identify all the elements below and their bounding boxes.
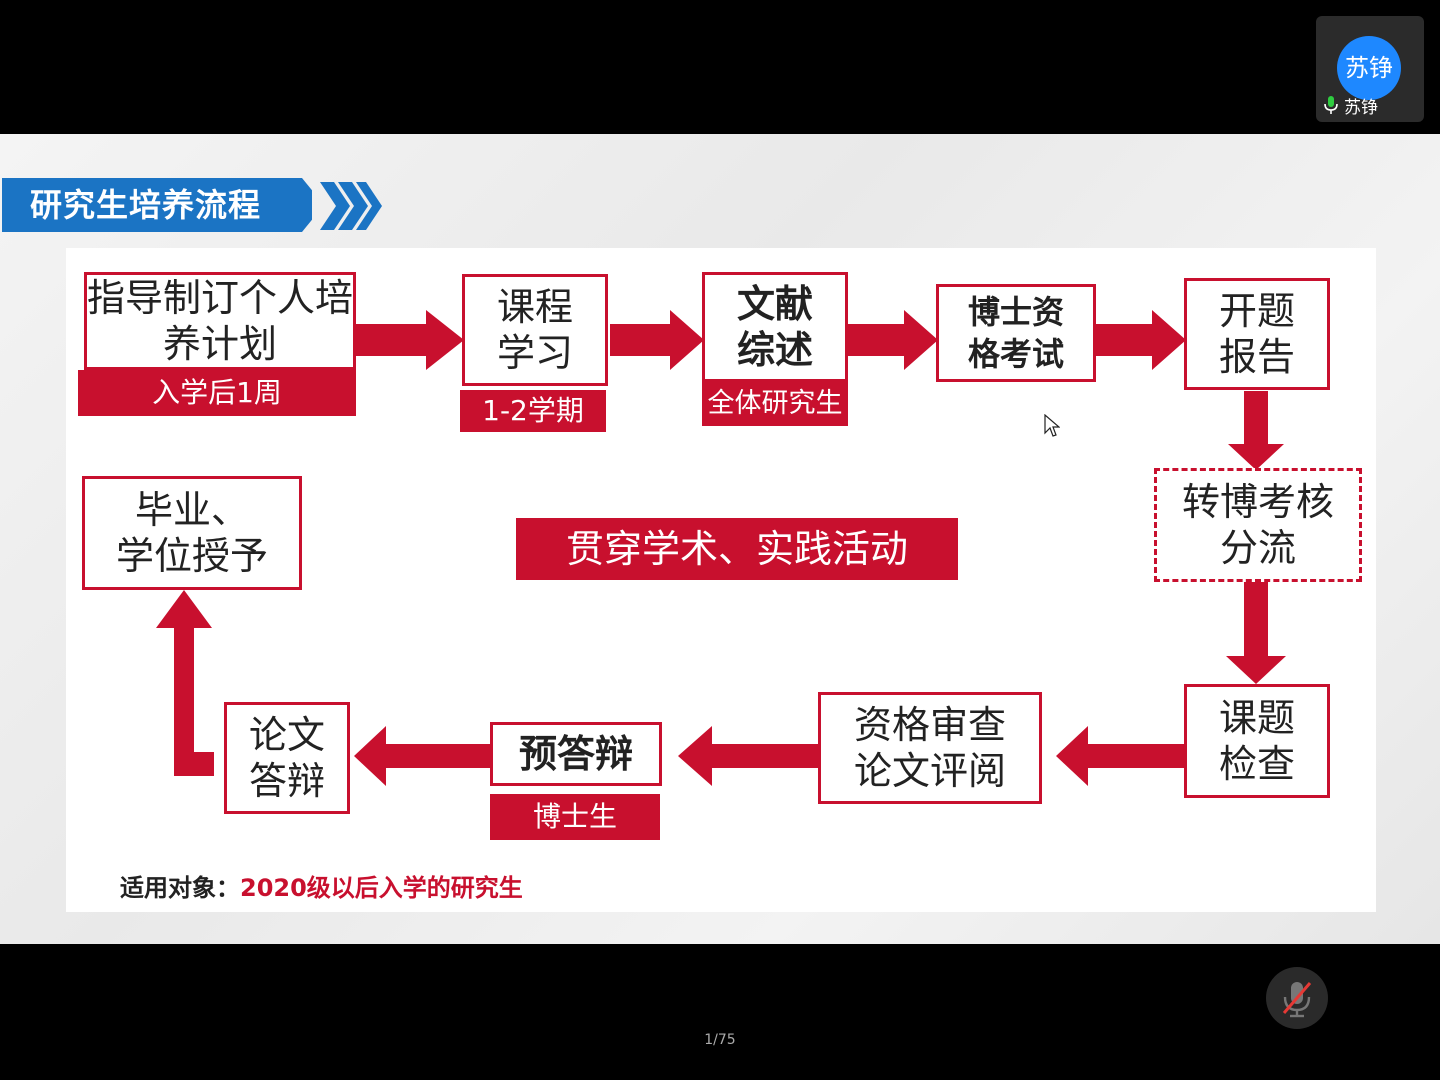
step-project-check: 课题 检查 — [1184, 684, 1330, 798]
step-tag-phd-students: 博士生 — [490, 794, 660, 840]
step-line: 预答辩 — [518, 732, 633, 776]
participant-name-row: 苏铮 — [1324, 94, 1378, 118]
footnote-value: 2020级以后入学的研究生 — [240, 874, 523, 902]
step-line: 综述 — [736, 328, 813, 372]
slide-title: 研究生培养流程 — [30, 186, 262, 224]
step-line: 学位授予 — [115, 534, 268, 578]
step-line: 检查 — [1218, 742, 1295, 786]
step-line: 课题 — [1218, 696, 1295, 740]
step-individual-plan: 指导制订个人培 养计划 — [84, 272, 356, 370]
step-line: 分流 — [1219, 526, 1296, 570]
step-line: 论文评阅 — [853, 749, 1006, 793]
step-graduation-degree: 毕业、 学位授予 — [82, 476, 302, 590]
step-literature-review: 文献 综述 — [702, 272, 848, 382]
page-indicator: 1/75 — [704, 1032, 736, 1048]
flow-arrows — [156, 310, 1286, 786]
step-line: 指导制订个人培 — [87, 276, 354, 320]
applicable-audience-note: 适用对象：2020级以后入学的研究生 — [120, 868, 523, 903]
step-qualification-review: 资格审查 论文评阅 — [818, 692, 1042, 804]
flowchart-card: 指导制订个人培 养计划 入学后1周 课程 学习 1-2学期 文献 综述 全体研究… — [66, 248, 1376, 912]
step-line: 开题 — [1218, 289, 1295, 333]
step-line: 转博考核 — [1181, 480, 1334, 524]
footnote-label: 适用对象： — [120, 874, 240, 902]
step-course-study: 课程 学习 — [462, 274, 608, 386]
step-transfer-assessment: 转博考核 分流 — [1154, 468, 1362, 582]
step-line: 报告 — [1218, 335, 1295, 379]
step-line: 课程 — [496, 285, 573, 329]
step-tag-all-students: 全体研究生 — [702, 382, 848, 426]
shared-slide: 研究生培养流程 — [0, 134, 1440, 944]
step-proposal-report: 开题 报告 — [1184, 278, 1330, 390]
cursor-icon — [1044, 414, 1060, 437]
step-line: 格考试 — [967, 335, 1064, 373]
mic-icon — [1324, 96, 1338, 114]
title-banner — [2, 178, 312, 232]
step-pre-defense: 预答辩 — [490, 722, 662, 786]
avatar: 苏铮 — [1337, 36, 1401, 100]
academic-practice-banner: 贯穿学术、实践活动 — [516, 518, 958, 580]
mic-muted-icon — [1282, 982, 1312, 1018]
step-thesis-defense: 论文 答辩 — [224, 702, 350, 814]
step-line: 学习 — [496, 331, 573, 375]
chevron-right-icon — [320, 182, 382, 230]
step-line: 文献 — [736, 282, 813, 326]
step-line: 资格审查 — [853, 703, 1006, 747]
step-tag-week1: 入学后1周 — [78, 370, 356, 416]
mute-toggle-button[interactable] — [1266, 967, 1328, 1029]
step-line: 毕业、 — [134, 488, 249, 532]
participant-name: 苏铮 — [1344, 97, 1378, 118]
participant-tile[interactable]: 苏铮 苏铮 — [1316, 16, 1424, 122]
step-tag-semester: 1-2学期 — [460, 390, 606, 432]
step-line: 博士资 — [967, 293, 1064, 331]
step-line: 养计划 — [162, 322, 277, 366]
step-line: 答辩 — [248, 759, 325, 803]
step-line: 论文 — [248, 713, 325, 757]
step-doctoral-qualification-exam: 博士资 格考试 — [936, 284, 1096, 382]
